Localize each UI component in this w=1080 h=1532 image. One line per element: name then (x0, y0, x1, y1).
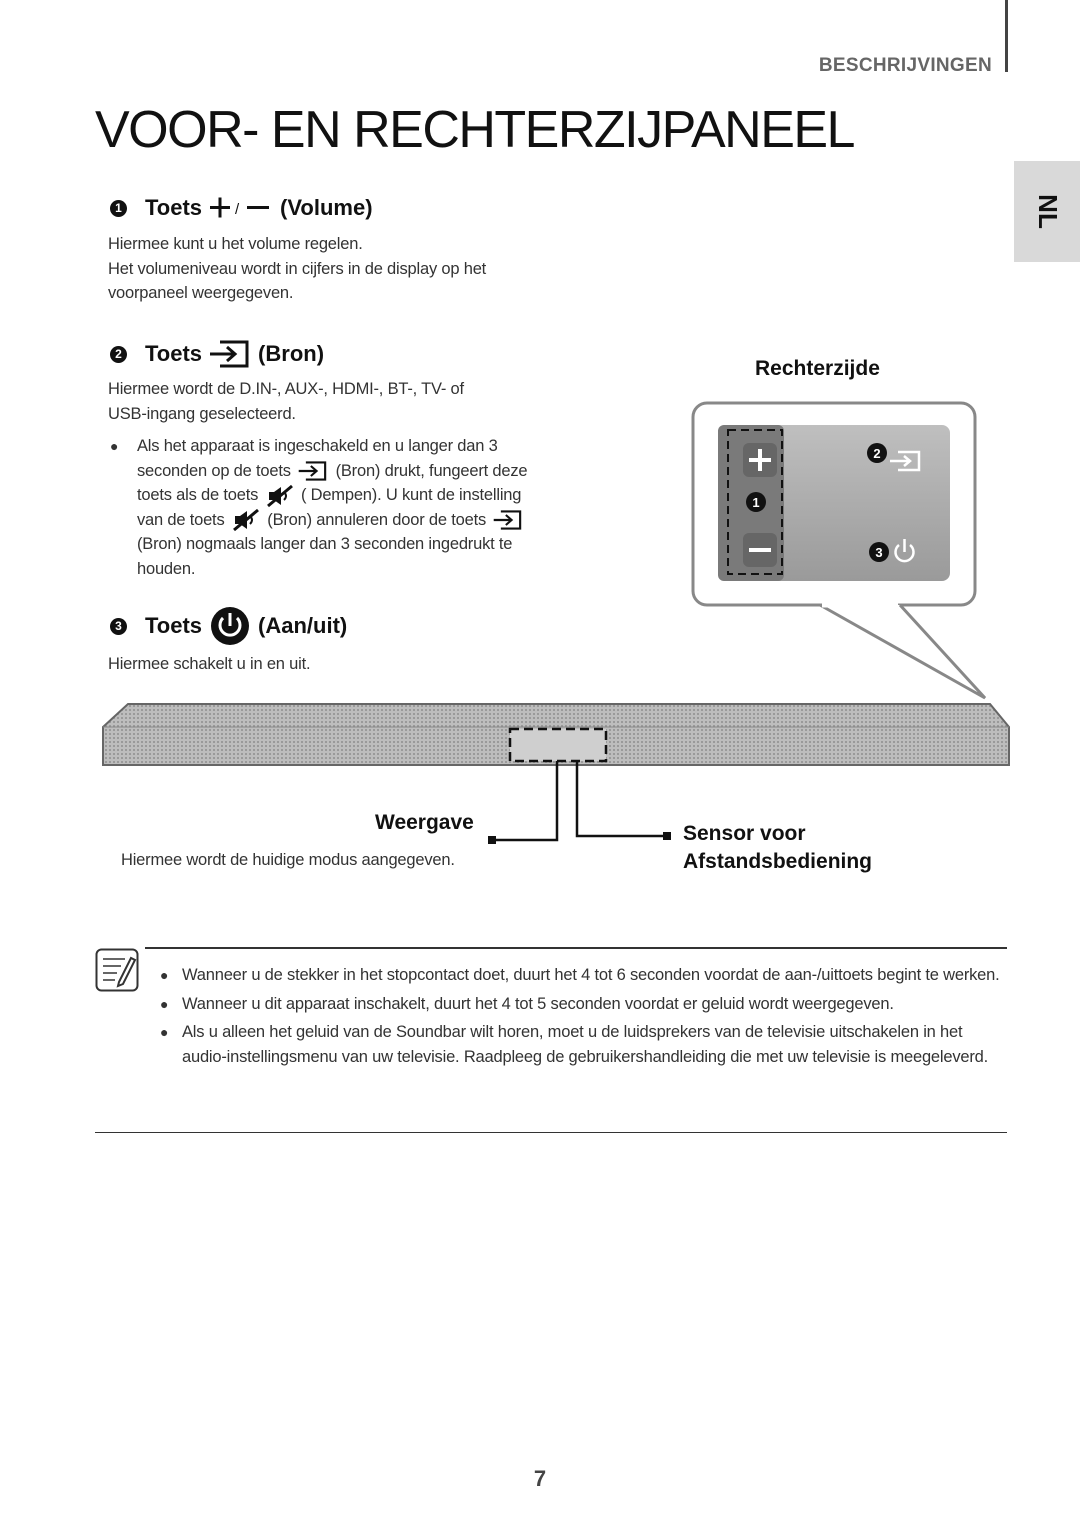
panel-plus-button (743, 443, 777, 477)
notes-list: ●Wanneer u de stekker in het stopcontact… (158, 963, 1008, 1073)
source-bullet-line: seconden op de toets (Bron) drukt, funge… (137, 461, 528, 481)
header-divider (1005, 0, 1008, 72)
volume-heading: 1 Toets / (Volume) (110, 195, 373, 221)
bullet-dot: ● (110, 438, 119, 454)
power-heading: 3 Toets (Aan/uit) (110, 606, 347, 646)
bullet-dot: ● (160, 1024, 169, 1040)
note-item: ●Als u alleen het geluid van de Soundbar… (158, 1020, 1008, 1069)
display-label: Weergave (375, 811, 474, 834)
source-desc-line: Hiermee wordt de D.IN-, AUX-, HDMI-, BT-… (108, 380, 464, 398)
power-icon (210, 606, 250, 646)
panel-source-icon (890, 450, 921, 472)
volume-desc-line: Hiermee kunt u het volume regelen. (108, 235, 363, 253)
source-desc-line: USB-ingang geselecteerd. (108, 404, 296, 423)
source-icon (210, 340, 250, 368)
plus-minus-icon: / (210, 197, 272, 219)
svg-text:3: 3 (875, 545, 882, 560)
volume-buttons-highlight (727, 429, 783, 575)
display-window (510, 729, 606, 761)
soundbar-diagram: 1 2 3 (102, 401, 1010, 844)
volume-heading-label: Toets (145, 195, 203, 220)
note-pencil-icon (95, 948, 139, 992)
source-icon (298, 461, 327, 481)
sensor-leader-marker (663, 832, 671, 840)
note-bottom-rule (95, 1132, 1007, 1133)
source-heading-suffix: (Bron) (258, 341, 325, 366)
note-top-rule (145, 947, 1007, 949)
source-description: Hiermee wordt de D.IN-, AUX-, HDMI-, BT-… (108, 377, 464, 426)
source-bullet-text: Als het apparaat is ingeschakeld en u la… (137, 434, 528, 581)
display-leader-line (495, 761, 559, 842)
panel-number-2: 2 (867, 443, 887, 463)
note-item: ●Wanneer u dit apparaat inschakelt, duur… (158, 992, 1008, 1017)
right-side-title: Rechterzijde (755, 357, 880, 380)
sensor-leader-line (575, 761, 666, 838)
sensor-label-line2: Afstandsbediening (683, 850, 873, 873)
svg-text:/: / (235, 201, 240, 218)
source-icon (494, 510, 522, 530)
page-number: 7 (533, 1466, 547, 1491)
power-desc-line: Hiermee schakelt u in en uit. (108, 655, 311, 673)
power-heading-label: Toets (145, 613, 203, 638)
language-tab: NL (1014, 161, 1080, 262)
bullet-dot: ● (160, 995, 169, 1012)
display-description: Hiermee wordt de huidige modus aangegeve… (121, 851, 455, 869)
panel-power-icon (894, 539, 915, 563)
bullet-dot: ● (160, 967, 169, 983)
svg-text:1: 1 (752, 495, 759, 510)
number-bullet-2: 2 (110, 345, 127, 363)
sensor-label-line1: Sensor voor (683, 822, 806, 845)
mute-icon (232, 509, 259, 532)
panel-minus-button (743, 533, 777, 567)
mute-icon (266, 484, 293, 507)
panel-number-3: 3 (869, 542, 889, 562)
source-bullet-line: houden. (137, 559, 196, 578)
panel-number-1: 1 (746, 492, 766, 512)
page-title: VOOR- EN RECHTERZIJPANEEL (95, 101, 855, 159)
source-bullet-line: toets als de toets ( Dempen). U kunt de … (137, 483, 527, 508)
source-heading: 2 Toets (Bron) (110, 340, 324, 368)
svg-text:2: 2 (873, 446, 880, 461)
volume-heading-suffix: (Volume) (280, 195, 373, 220)
source-heading-label: Toets (145, 341, 203, 366)
note-item: ●Wanneer u de stekker in het stopcontact… (158, 963, 1008, 988)
source-bullet-line: van de toets (Bron) annuleren door de to… (137, 508, 527, 533)
power-heading-suffix: (Aan/uit) (258, 613, 348, 638)
volume-desc-line: voorpaneel weergegeven. (108, 284, 294, 302)
source-bullet-line: (Bron) nogmaals langer dan 3 seconden in… (137, 535, 513, 554)
power-description: Hiermee schakelt u in en uit. (108, 652, 311, 677)
section-label: BESCHRIJVINGEN (818, 55, 992, 76)
volume-description: Hiermee kunt u het volume regelen. Het v… (108, 232, 486, 306)
source-bullet-line: Als het apparaat is ingeschakeld en u la… (137, 437, 498, 455)
number-bullet-1: 1 (110, 199, 127, 217)
volume-desc-line: Het volumeniveau wordt in cijfers in de … (108, 259, 487, 278)
display-leader-marker (488, 836, 496, 844)
number-bullet-3: 3 (110, 617, 127, 635)
